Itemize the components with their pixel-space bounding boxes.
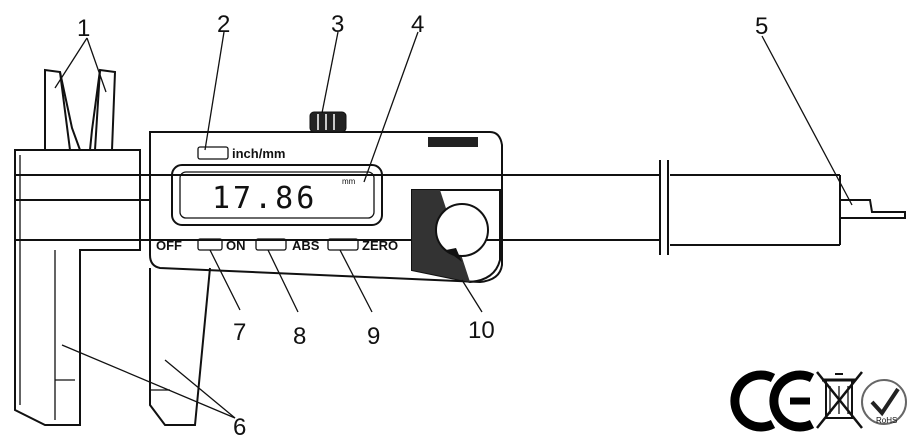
- abs-label: ABS: [292, 238, 320, 253]
- leader-lines: [54, 31, 853, 419]
- lcd-unit: mm: [342, 177, 356, 186]
- unit-button[interactable]: [197, 146, 229, 160]
- grip-ribs: [428, 137, 478, 147]
- crossed-out-bin-icon: [816, 371, 863, 429]
- callout-10: 10: [468, 317, 495, 344]
- callout-1: 1: [77, 15, 90, 42]
- rohs-label: RoHS: [876, 416, 897, 425]
- main-beam: [15, 160, 906, 255]
- zero-button[interactable]: [327, 238, 359, 251]
- callout-6: 6: [233, 414, 246, 435]
- callout-2: 2: [217, 11, 230, 38]
- ce-mark-icon: [730, 370, 815, 432]
- callout-7: 7: [233, 319, 246, 346]
- rohs-icon: RoHS: [861, 379, 907, 425]
- inside-jaws: [44, 68, 117, 151]
- moving-jaw: [55, 267, 211, 426]
- fixed-jaw: [14, 149, 141, 426]
- slider-body: [149, 111, 503, 284]
- callout-4: 4: [411, 11, 424, 38]
- callout-3: 3: [331, 11, 344, 38]
- callout-8: 8: [293, 323, 306, 350]
- on-label: ON: [226, 238, 246, 253]
- lcd-reading: 17.86: [212, 181, 317, 216]
- off-label: OFF: [156, 238, 182, 253]
- callout-5: 5: [755, 13, 768, 40]
- unit-button-label: inch/mm: [232, 146, 285, 161]
- callout-9: 9: [367, 323, 380, 350]
- zero-label: ZERO: [362, 238, 398, 253]
- abs-button[interactable]: [255, 238, 287, 251]
